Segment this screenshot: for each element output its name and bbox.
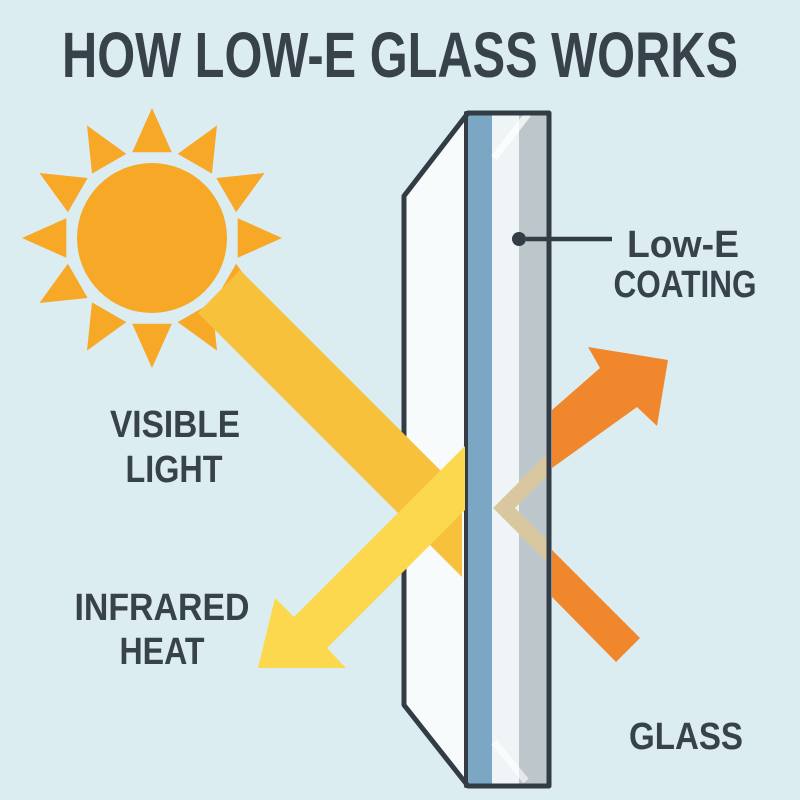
infrared-incoming-band bbox=[552, 550, 640, 662]
low-e-coating-stripe bbox=[468, 113, 492, 786]
page-title: HOW LOW-E GLASS WORKS bbox=[62, 19, 738, 91]
sun-body bbox=[77, 163, 227, 313]
label-coating-line2: COATING bbox=[614, 264, 757, 306]
label-infrared-heat-line2: HEAT bbox=[120, 631, 205, 673]
glass-pane bbox=[404, 111, 547, 786]
yellow-reflected-arrow bbox=[258, 446, 465, 668]
orange-infrared-arrow bbox=[552, 347, 668, 662]
coating-callout bbox=[512, 232, 612, 246]
glass-front-face bbox=[404, 113, 468, 786]
glass-inner-stripe bbox=[492, 113, 519, 786]
sun-icon bbox=[22, 108, 282, 368]
infrared-reflected-arrow bbox=[552, 347, 668, 468]
diagram-labels: VISIBLE LIGHT INFRARED HEAT Low-E COATIN… bbox=[75, 224, 757, 758]
label-visible-light-line1: VISIBLE bbox=[110, 404, 240, 446]
transmitted-infrared-chevron bbox=[493, 454, 547, 562]
label-visible-light-line2: LIGHT bbox=[126, 449, 223, 491]
sunbeam-ray bbox=[198, 270, 462, 577]
glass-pane-outline bbox=[401, 110, 552, 789]
callout-dot bbox=[512, 232, 526, 246]
label-glass: GLASS bbox=[629, 716, 743, 758]
label-infrared-heat-line1: INFRARED bbox=[75, 587, 250, 629]
glass-shine-top bbox=[491, 111, 531, 161]
glass-edge-stripe bbox=[519, 113, 547, 786]
label-coating-line1: Low-E bbox=[627, 224, 739, 266]
glass-shine-bottom bbox=[491, 739, 529, 784]
